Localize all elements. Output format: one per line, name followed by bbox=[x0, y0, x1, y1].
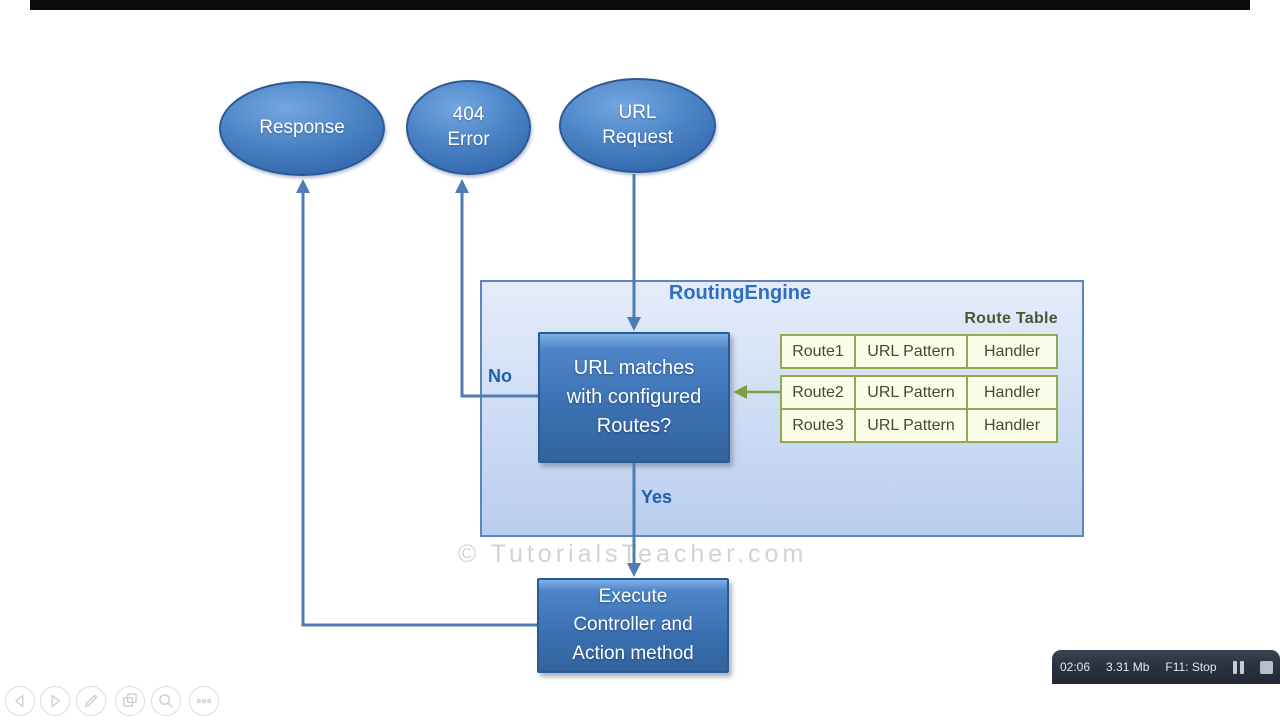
stop-hotkey-hint: F11: Stop bbox=[1165, 660, 1217, 674]
execute-controller-node: Execute Controller and Action method bbox=[537, 578, 729, 673]
table-cell: URL Pattern bbox=[856, 336, 968, 367]
tutorialsteacher-watermark: © TutorialsTeacher.com bbox=[457, 540, 808, 568]
recording-size: 3.31 Mb bbox=[1106, 660, 1150, 674]
pause-icon bbox=[1232, 660, 1244, 674]
yes-branch-label: Yes bbox=[641, 487, 673, 507]
routing-engine-title: RoutingEngine bbox=[668, 282, 812, 304]
table-cell: Handler bbox=[983, 383, 1041, 401]
zoom-button[interactable] bbox=[151, 686, 181, 716]
table-cell: Route3 bbox=[782, 410, 856, 441]
arrowhead-up-into-response bbox=[296, 179, 310, 193]
edit-button[interactable] bbox=[76, 686, 106, 716]
no-branch-label: No bbox=[488, 366, 512, 386]
url-request-node: URL Request bbox=[559, 78, 716, 173]
recording-time: 02:06 bbox=[1060, 660, 1091, 674]
ellipsis-icon bbox=[196, 698, 212, 704]
table-row: Route3 URL Pattern Handler bbox=[780, 408, 1058, 443]
arrowhead-up-into-404 bbox=[455, 179, 469, 193]
stop-icon bbox=[1259, 660, 1273, 674]
url-match-decision-node: URL matches with configured Routes? bbox=[538, 332, 730, 463]
magnifier-icon bbox=[159, 694, 173, 708]
table-row: Route2 URL Pattern Handler bbox=[780, 375, 1058, 410]
copy-button[interactable] bbox=[115, 686, 145, 716]
top-black-bar bbox=[30, 0, 1250, 10]
next-icon bbox=[51, 694, 60, 708]
table-cell: Route1 bbox=[782, 336, 856, 367]
response-node: Response bbox=[219, 81, 385, 176]
table-cell: Route2 bbox=[782, 377, 856, 408]
previous-button[interactable] bbox=[5, 686, 35, 716]
table-cell: Handler bbox=[983, 342, 1041, 360]
stop-recording-button[interactable] bbox=[1252, 650, 1280, 684]
pencil-icon bbox=[85, 694, 98, 707]
route-table-title: Route Table bbox=[964, 310, 1058, 327]
next-button[interactable] bbox=[40, 686, 70, 716]
pause-recording-button[interactable] bbox=[1225, 650, 1252, 684]
route-table: Route1 URL Pattern Handler Route2 URL Pa… bbox=[780, 334, 1058, 443]
table-row: Route1 URL Pattern Handler bbox=[780, 334, 1058, 369]
table-cell: URL Pattern bbox=[856, 410, 968, 441]
copy-icon bbox=[123, 693, 137, 707]
previous-icon bbox=[15, 694, 24, 708]
table-cell: Handler bbox=[983, 416, 1041, 434]
table-cell: URL Pattern bbox=[856, 377, 968, 408]
more-button[interactable] bbox=[189, 686, 219, 716]
error-404-node: 404 Error bbox=[406, 80, 531, 175]
recorder-status-bar: 02:06 3.31 Mb F11: Stop bbox=[1052, 650, 1280, 684]
